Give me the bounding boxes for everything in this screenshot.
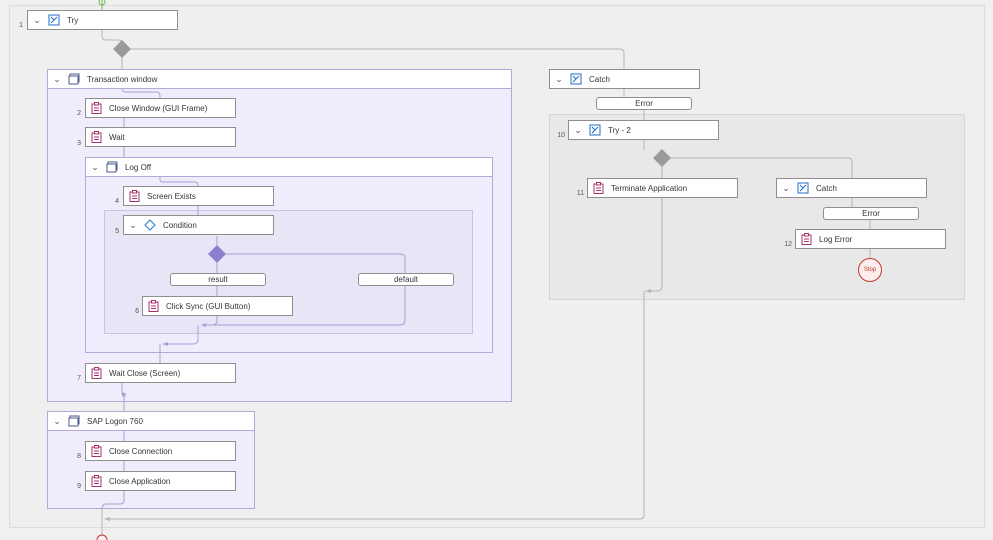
branch-label-default: default <box>358 273 454 286</box>
branch-label-result: result <box>170 273 266 286</box>
terminate-application-step[interactable]: Terminate Application <box>587 178 738 198</box>
try2-node[interactable]: ⌄ Try - 2 <box>568 120 719 140</box>
wait-close-step[interactable]: Wait Close (Screen) <box>85 363 236 383</box>
try-block-icon <box>569 72 583 86</box>
gateway-diamond <box>113 40 131 58</box>
gateway-diamond <box>653 149 671 167</box>
close-window-step[interactable]: Close Window (GUI Frame) <box>85 98 236 118</box>
step-number: 2 <box>77 110 81 117</box>
error-label: Error <box>596 97 692 110</box>
node-label: Try <box>67 15 79 25</box>
close-application-step[interactable]: Close Application <box>85 471 236 491</box>
chevron-down-icon[interactable]: ⌄ <box>53 73 61 84</box>
gateway-diamond <box>208 245 226 263</box>
node-label: Screen Exists <box>147 191 196 201</box>
node-label: Log Error <box>819 234 853 244</box>
step-number: 5 <box>115 228 119 235</box>
catch-node[interactable]: ⌄ Catch <box>549 69 700 89</box>
log-error-step[interactable]: Log Error <box>795 229 946 249</box>
stop-event[interactable]: Stop <box>858 258 882 282</box>
node-label: SAP Logon 760 <box>87 416 143 426</box>
step-number: 6 <box>135 308 139 315</box>
step-number: 12 <box>784 241 792 248</box>
clipboard-icon <box>127 189 141 203</box>
node-label: Wait <box>109 132 125 142</box>
node-label: Terminate Application <box>611 183 688 193</box>
node-label: Catch <box>816 183 837 193</box>
log-off-node[interactable]: ⌄ Log Off <box>85 157 493 177</box>
sap-logon-node[interactable]: ⌄ SAP Logon 760 <box>47 411 255 431</box>
try-block-icon <box>796 181 810 195</box>
chevron-down-icon[interactable]: ⌄ <box>782 182 790 193</box>
node-label: Try - 2 <box>608 125 631 135</box>
step-number: 1 <box>19 22 23 29</box>
screen-icon <box>67 72 81 86</box>
close-connection-step[interactable]: Close Connection <box>85 441 236 461</box>
node-label: Log Off <box>125 162 152 172</box>
clipboard-icon <box>89 101 103 115</box>
step-number: 8 <box>77 453 81 460</box>
chevron-down-icon[interactable]: ⌄ <box>129 219 137 230</box>
chevron-down-icon[interactable]: ⌄ <box>53 415 61 426</box>
step-number: 10 <box>557 132 565 139</box>
node-label: Wait Close (Screen) <box>109 368 181 378</box>
wait-step[interactable]: Wait <box>85 127 236 147</box>
chevron-down-icon[interactable]: ⌄ <box>33 14 41 25</box>
clipboard-icon <box>146 299 160 313</box>
chevron-down-icon[interactable]: ⌄ <box>91 161 99 172</box>
condition-diamond-icon <box>143 218 157 232</box>
node-label: Click Sync (GUI Button) <box>166 301 251 311</box>
node-label: Close Application <box>109 476 171 486</box>
clipboard-icon <box>799 232 813 246</box>
try-block-icon <box>47 13 61 27</box>
node-label: Close Connection <box>109 446 173 456</box>
clipboard-icon <box>89 130 103 144</box>
condition-node[interactable]: ⌄ Condition <box>123 215 274 235</box>
transaction-window-node[interactable]: ⌄ Transaction window <box>47 69 512 89</box>
node-label: Condition <box>163 220 197 230</box>
node-label: Close Window (GUI Frame) <box>109 103 208 113</box>
step-number: 9 <box>77 483 81 490</box>
clipboard-icon <box>89 474 103 488</box>
click-sync-step[interactable]: Click Sync (GUI Button) <box>142 296 293 316</box>
error-label: Error <box>823 207 919 220</box>
clipboard-icon <box>89 366 103 380</box>
node-label: Transaction window <box>87 74 158 84</box>
chevron-down-icon[interactable]: ⌄ <box>555 73 563 84</box>
try-block-icon <box>588 123 602 137</box>
step-number: 11 <box>576 190 584 197</box>
screen-icon <box>67 414 81 428</box>
clipboard-icon <box>89 444 103 458</box>
chevron-down-icon[interactable]: ⌄ <box>574 124 582 135</box>
clipboard-icon <box>591 181 605 195</box>
try-node[interactable]: ⌄ Try <box>27 10 178 30</box>
step-number: 3 <box>77 140 81 147</box>
step-number: 7 <box>77 375 81 382</box>
step-number: 4 <box>115 198 119 205</box>
catch2-node[interactable]: ⌄ Catch <box>776 178 927 198</box>
screen-exists-step[interactable]: Screen Exists <box>123 186 274 206</box>
screen-icon <box>105 160 119 174</box>
node-label: Catch <box>589 74 610 84</box>
